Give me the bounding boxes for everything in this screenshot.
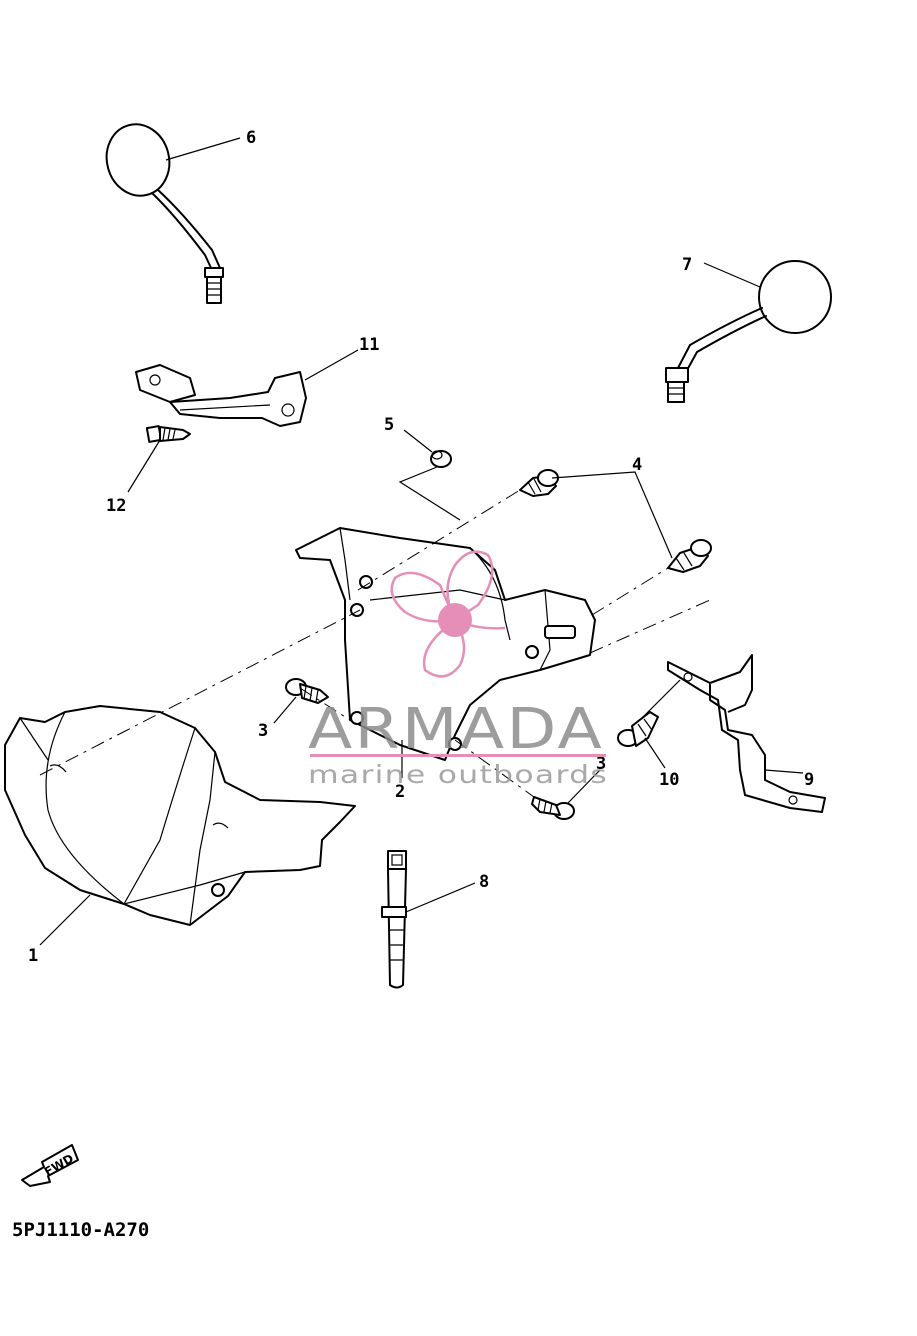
callout-1: 1	[28, 946, 38, 966]
cable-tie-8	[381, 850, 407, 989]
screw-10	[617, 711, 659, 747]
watermark-brand: ARMADA	[308, 697, 604, 762]
bolt-3-right	[531, 796, 575, 820]
nut-5	[430, 450, 452, 468]
callout-4: 4	[632, 455, 642, 475]
watermark-divider	[310, 754, 606, 757]
propeller-hub	[438, 603, 472, 637]
watermark: ARMADA marine outboards	[308, 550, 608, 789]
leader-lines	[39, 137, 804, 946]
watermark-tagline: marine outboards	[308, 760, 608, 789]
callout-labels: 1 2 3 3 4 5 6 7 8 9 10 11 12	[28, 128, 814, 966]
screw-4-lower	[667, 539, 712, 573]
bolt-3-left	[285, 678, 329, 704]
callout-6: 6	[246, 128, 256, 148]
callout-5: 5	[384, 415, 394, 435]
outer-cover-1	[4, 705, 356, 926]
right-mirror	[665, 260, 832, 403]
callout-7: 7	[682, 255, 692, 275]
screw-12	[145, 425, 191, 443]
callout-12: 12	[106, 496, 126, 516]
alignment-lines	[39, 466, 711, 798]
callout-11: 11	[359, 335, 379, 355]
callout-3-right: 3	[596, 754, 606, 774]
fwd-arrow: FWD	[21, 1144, 79, 1187]
drawing-code: 5PJ1110-A270	[12, 1219, 149, 1241]
callout-10: 10	[659, 770, 679, 790]
bracket-9	[667, 654, 826, 813]
callout-3-left: 3	[258, 721, 268, 741]
callout-8: 8	[479, 872, 489, 892]
left-mirror	[105, 123, 224, 304]
callout-2: 2	[395, 782, 405, 802]
callout-9: 9	[804, 770, 814, 790]
screw-4-upper	[519, 469, 559, 497]
inner-panel-2	[295, 527, 596, 761]
bracket-11	[135, 364, 307, 427]
